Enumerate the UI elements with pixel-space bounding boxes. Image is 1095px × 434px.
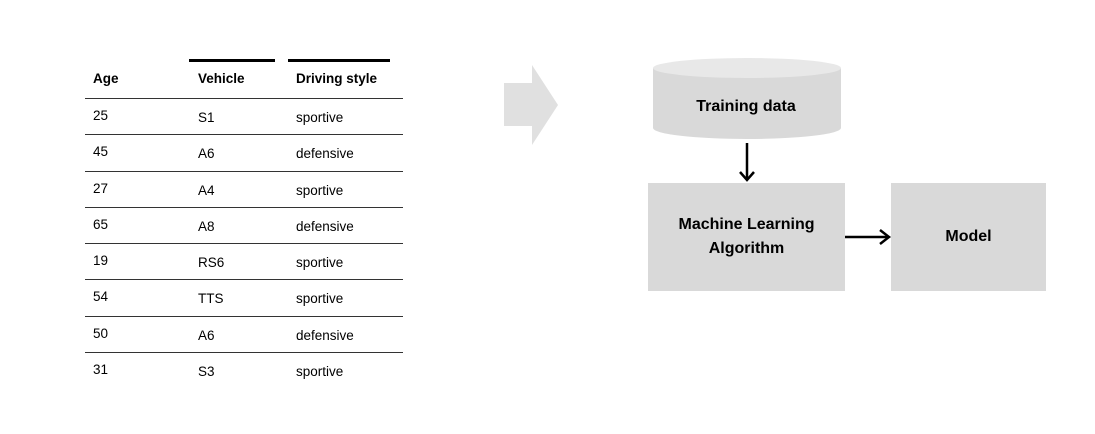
cell-driving-style: sportive <box>296 255 344 271</box>
right-arrow-shape <box>504 65 558 145</box>
cell-driving-style: sportive <box>296 110 344 125</box>
training-data-cylinder-icon <box>653 58 841 139</box>
cell-age: 54 <box>93 289 109 305</box>
cell-vehicle: RS6 <box>198 255 225 271</box>
ml-algorithm-label: Machine Learning Algorithm <box>678 216 815 257</box>
cell-vehicle: S1 <box>198 110 215 125</box>
cell-vehicle: A6 <box>198 327 215 343</box>
header-driving-style: Driving style <box>296 71 378 86</box>
arrow-head <box>879 229 892 245</box>
table-row: 31 S3 sportive <box>85 353 403 389</box>
cell-driving-style: sportive <box>296 291 344 307</box>
header-vehicle: Vehicle <box>198 71 245 86</box>
cell-driving-style: defensive <box>296 327 354 343</box>
cell-age: 65 <box>93 216 109 232</box>
cell-vehicle: A8 <box>198 218 215 234</box>
training-data-label: Training data <box>696 98 796 115</box>
table-row: 54 TTS sportive <box>85 280 403 317</box>
cell-age: 27 <box>93 180 109 196</box>
header-age: Age <box>93 71 119 86</box>
cell-age: 45 <box>93 144 109 160</box>
right-arrow-icon <box>504 65 558 145</box>
arrow-head <box>739 171 755 182</box>
cell-vehicle: S3 <box>198 364 215 380</box>
table-row: 45 A6 defensive <box>85 135 403 172</box>
cell-age: 25 <box>93 108 109 123</box>
cell-vehicle: A6 <box>198 146 215 162</box>
table-row: 65 A8 defensive <box>85 208 403 245</box>
header-rule-vehicle <box>189 59 275 62</box>
cell-driving-style: defensive <box>296 218 354 234</box>
cylinder-body <box>653 68 841 139</box>
table-row: 19 RS6 sportive <box>85 244 403 281</box>
table-row: 50 A6 defensive <box>85 317 403 354</box>
cell-driving-style: sportive <box>296 182 344 198</box>
cell-driving-style: defensive <box>296 146 354 162</box>
table-row: 25 S1 sportive <box>85 99 403 136</box>
arrow-down-icon <box>739 143 755 182</box>
cell-vehicle: A4 <box>198 182 215 198</box>
cylinder-top <box>653 58 841 78</box>
table-body: 25 S1 sportive 45 A6 defensive 27 A4 spo… <box>85 99 403 389</box>
model-label: Model <box>945 228 992 245</box>
model-box: Model <box>891 183 1046 291</box>
arrow-right-icon <box>845 229 892 245</box>
header-rule-driving-style <box>288 59 390 62</box>
ml-algorithm-box: Machine Learning Algorithm <box>648 183 845 291</box>
table-row: 27 A4 sportive <box>85 172 403 208</box>
cell-driving-style: sportive <box>296 364 344 380</box>
cell-vehicle: TTS <box>198 291 224 307</box>
table-header-row: Age Vehicle Driving style <box>85 68 403 99</box>
cell-age: 19 <box>93 253 109 269</box>
cell-age: 50 <box>93 325 109 341</box>
cell-age: 31 <box>93 362 109 378</box>
